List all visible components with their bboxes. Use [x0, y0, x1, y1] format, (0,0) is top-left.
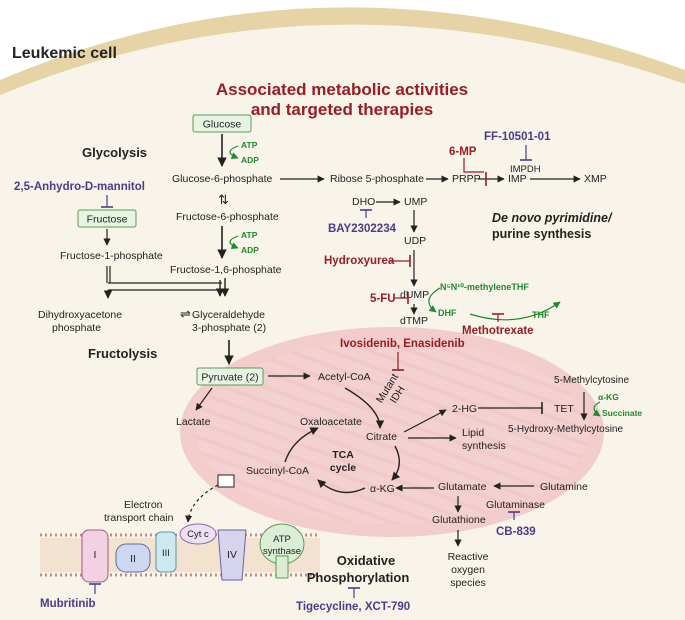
g3p-line2: 3-phosphate (2)	[192, 322, 266, 334]
drug-bay: BAY2302234	[328, 223, 397, 235]
complex-iv	[217, 529, 247, 581]
tet-label: TET	[554, 403, 574, 415]
pyruvate-label: Pyruvate (2)	[201, 372, 258, 384]
lipid-line1: Lipid	[462, 427, 484, 439]
ros-line1: Reactive	[448, 551, 489, 563]
akg-label: α-KG	[370, 483, 395, 495]
eq-arrow-1: ⇅	[218, 192, 229, 207]
acetylcoa-label: Acetyl-CoA	[318, 371, 371, 383]
complex-iii-label: III	[162, 548, 170, 559]
ump-label: UMP	[404, 196, 427, 208]
drug-tigecycline: Tigecycline, XCT-790	[296, 601, 410, 613]
tca-line2: cycle	[330, 462, 356, 474]
xmp-label: XMP	[584, 173, 607, 185]
succinylcoa-label: Succinyl-CoA	[246, 465, 309, 477]
dhap-line2: phosphate	[52, 322, 101, 334]
drug-anhydro: 2,5-Anhydro-D-mannitol	[14, 181, 145, 193]
complex-i-label: I	[94, 549, 97, 561]
atp-1: ATP	[241, 140, 258, 150]
etc-line1: Electron	[124, 499, 163, 511]
oxphos-line1: Oxidative	[337, 553, 396, 568]
glucose-box	[192, 114, 252, 133]
section-glycolysis: Glycolysis	[82, 145, 147, 160]
dump-label: dUMP	[400, 289, 429, 301]
etc-line2: transport chain	[104, 512, 174, 524]
atp-synthase-line1: ATP	[273, 534, 291, 545]
drug-6mp: 6-MP	[449, 146, 477, 158]
etc-zoom-box	[217, 474, 235, 488]
mitochondrion	[180, 327, 604, 537]
drug-ivosidenib: Ivosidenib, Enasidenib	[340, 338, 465, 350]
complex-iv-label: IV	[227, 549, 237, 561]
atp-2: ATP	[241, 230, 258, 240]
cytc	[179, 523, 217, 545]
impdh-label: IMPDH	[510, 164, 541, 175]
drug-ff10501: FF-10501-01	[484, 131, 551, 143]
complex-iii	[155, 531, 177, 573]
ros-line3: species	[450, 577, 486, 589]
dhf-label: DHF	[438, 308, 457, 318]
atp-synthase-line2: synthase	[263, 546, 301, 557]
udp-label: UDP	[404, 235, 426, 247]
tca-line1: TCA	[332, 449, 354, 461]
hydroxymethyl-label: 5-Hydroxy-Methylcytosine	[508, 424, 623, 435]
thf-label: THF	[532, 310, 550, 320]
succinate-label: Succinate	[602, 408, 642, 418]
fructose-label: Fructose	[87, 214, 128, 226]
methylcytosine-label: 5-Methylcytosine	[554, 375, 629, 386]
glutaminase-label: Glutaminase	[486, 499, 545, 511]
cytc-label: Cyt c	[187, 529, 209, 540]
citrate-label: Citrate	[366, 431, 397, 443]
ros-line2: oxygen	[451, 564, 485, 576]
f1p-label: Fructose-1-phosphate	[60, 250, 163, 262]
adp-1: ADP	[241, 155, 259, 165]
complex-i	[81, 529, 109, 583]
f6p-label: Fructose-6-phosphate	[176, 211, 279, 223]
oxaloacetate-label: Oxaloacetate	[300, 416, 362, 428]
drug-mubritinib: Mubritinib	[40, 598, 96, 610]
dhap-line1: Dihydroxyacetone	[38, 309, 122, 321]
f16bp-label: Fructose-1,6-phosphate	[170, 264, 282, 276]
g3p-line1: Glyceraldehyde	[192, 309, 265, 321]
main-title-line2: and targeted therapies	[251, 100, 433, 119]
drug-hydroxyurea: Hydroxyurea	[324, 255, 395, 267]
section-denovo-line1: De novo pyrimidine/	[492, 211, 613, 225]
imp-label: IMP	[508, 173, 527, 185]
complex-ii	[115, 543, 151, 573]
mthf-label: N⁵N¹⁰-methyleneTHF	[440, 282, 529, 292]
akg2-label: α-KG	[598, 392, 619, 402]
section-denovo-line2: purine synthesis	[492, 227, 591, 241]
glutamine-label: Glutamine	[540, 481, 588, 493]
r5p-label: Ribose 5-phosphate	[330, 173, 424, 185]
glutathione-label: Glutathione	[432, 514, 486, 526]
lipid-line2: synthesis	[462, 440, 506, 452]
dho-label: DHO	[352, 196, 375, 208]
oxphos-line2: Phosphorylation	[307, 570, 410, 585]
main-title-line1: Associated metabolic activities	[216, 80, 468, 99]
section-fructolysis: Fructolysis	[88, 346, 157, 361]
fructose-box	[77, 209, 137, 228]
glucose-label: Glucose	[203, 119, 242, 131]
dtmp-label: dTMP	[400, 315, 428, 327]
glutamate-label: Glutamate	[438, 481, 487, 493]
pyruvate-box	[196, 367, 264, 386]
adp-2: ADP	[241, 245, 259, 255]
drug-methotrexate: Methotrexate	[462, 325, 534, 337]
drug-cb839: CB-839	[496, 526, 536, 538]
g6p-label: Glucose-6-phosphate	[172, 173, 273, 185]
eq-arrow-2: ⇌	[180, 306, 191, 321]
cell-label: Leukemic cell	[12, 45, 117, 62]
lactate-label: Lactate	[176, 416, 211, 428]
prpp-label: PRPP	[452, 173, 481, 185]
drug-5fu: 5-FU	[370, 293, 396, 305]
2hg-label: 2-HG	[452, 403, 477, 415]
complex-ii-label: II	[130, 553, 136, 565]
